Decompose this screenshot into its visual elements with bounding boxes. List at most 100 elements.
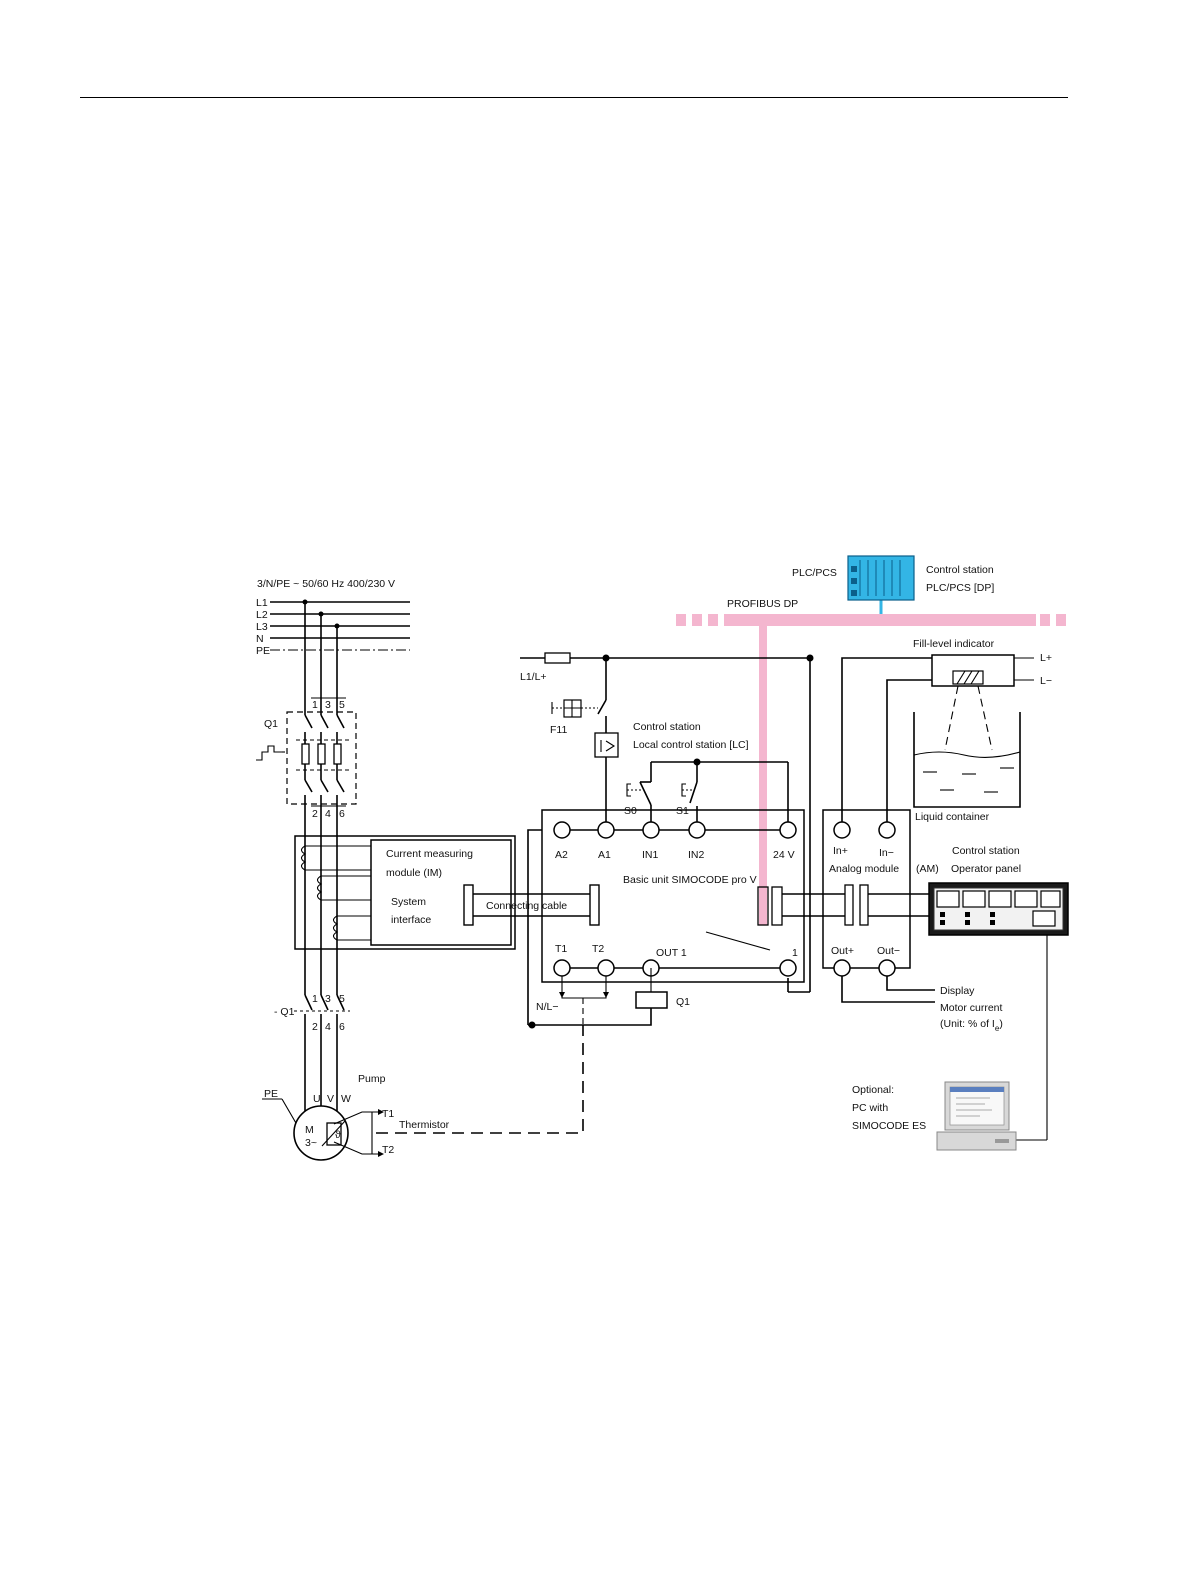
nl-label: N/L− <box>536 1001 558 1013</box>
terminal-label-a2: A2 <box>555 849 568 861</box>
terminal-label-t2: T2 <box>592 943 604 955</box>
terminal-label-t1: T1 <box>555 943 567 955</box>
analog-module: In+ In− Analog module (AM) Out+ Out− <box>822 657 939 1003</box>
fill-level-indicator: Fill-level indicator L+ L− Liquid contai… <box>913 638 1052 823</box>
pc-line1: Optional: <box>852 1084 894 1096</box>
pc-line3: SIMOCODE ES <box>852 1120 926 1132</box>
im-label-line1: Current measuring <box>386 848 473 860</box>
profibus-bus: PROFIBUS DP <box>676 598 1066 892</box>
pc-line2: PC with <box>852 1102 888 1114</box>
q1-label: Q1 <box>264 718 278 730</box>
liquid-container-icon <box>913 712 1021 808</box>
im-label-line3: System <box>391 896 426 908</box>
supply-spec: 3/N/PE ~ 50/60 Hz 400/230 V <box>257 578 395 590</box>
lc-line2: Local control station [LC] <box>633 739 749 751</box>
motor-symbol <box>293 1105 349 1161</box>
motor-m: M <box>305 1124 314 1136</box>
page-header-rule <box>80 97 1068 98</box>
lplus-label: L+ <box>1040 652 1052 664</box>
coil-q1-label: Q1 <box>676 996 690 1008</box>
terminal-label-a1: A1 <box>598 849 611 861</box>
terminal-1 <box>779 959 797 977</box>
terminal-t1 <box>553 959 571 977</box>
q1-lower-terminal-4: 4 <box>325 1021 331 1033</box>
display-note: Display Motor current (Unit: % of Ie) <box>940 985 1003 1033</box>
terminal-label-in1: IN1 <box>642 849 659 861</box>
analog-module-label: Analog module <box>829 863 899 875</box>
f11-label: F11 <box>550 724 567 736</box>
lminus-label: L− <box>1040 675 1052 687</box>
pump-label: Pump <box>358 1073 386 1085</box>
q1-lower-terminal-2: 2 <box>312 1021 318 1033</box>
terminal-t2 <box>597 959 615 977</box>
out-plus-label: Out+ <box>831 945 854 957</box>
phase-w: W <box>341 1093 351 1105</box>
terminal-in1 <box>642 821 660 839</box>
q1-terminal-2: 2 <box>312 808 318 820</box>
operator-panel: Control station Operator panel <box>928 845 1069 1141</box>
basic-unit-label: Basic unit SIMOCODE pro V <box>623 874 757 886</box>
q1-terminal-4: 4 <box>325 808 331 820</box>
breaker-q1: 1 3 5 Q1 2 4 6 <box>256 697 357 835</box>
thermistor-label: Thermistor <box>399 1119 450 1131</box>
terminal-24v <box>779 821 797 839</box>
phase-v: V <box>327 1093 334 1105</box>
terminal-out-minus <box>878 959 896 977</box>
control-supply: L1/L+ F11 <box>520 652 814 993</box>
operator-panel-line2: Operator panel <box>951 863 1021 875</box>
terminal-label-in2: IN2 <box>688 849 705 861</box>
fill-level-label: Fill-level indicator <box>913 638 995 650</box>
plc-rack-icon <box>847 555 915 601</box>
optional-pc: Optional: PC with SIMOCODE ES <box>852 1081 1017 1151</box>
pc-base-icon <box>936 1131 1017 1151</box>
connecting-cable: Connecting cable <box>463 884 600 926</box>
display-line2: Motor current <box>940 1002 1003 1014</box>
q1-lower-terminal-1: 1 <box>312 993 318 1005</box>
motor-theta: ϑ <box>335 1129 341 1141</box>
terminal-label-24v: 24 V <box>773 849 795 861</box>
fuse-symbol <box>544 652 571 664</box>
plc-label: PLC/PCS <box>792 567 837 579</box>
line-label-l3: L3 <box>256 621 268 633</box>
q1-lower-terminal-3: 3 <box>325 993 331 1005</box>
q1-lower-terminal-6: 6 <box>339 1021 345 1033</box>
motor-t1: T1 <box>382 1108 394 1120</box>
analog-module-am: (AM) <box>916 863 939 875</box>
terminal-out-plus <box>833 959 851 977</box>
l1-label: L1/L+ <box>520 671 547 683</box>
terminal-a1 <box>597 821 615 839</box>
terminal-in-minus <box>878 821 896 839</box>
connecting-cable-label: Connecting cable <box>486 900 567 912</box>
q1-terminal-6: 6 <box>339 808 345 820</box>
display-line1: Display <box>940 985 975 997</box>
terminal-label-out1: OUT 1 <box>656 947 687 959</box>
q1-terminal-3: 3 <box>325 699 331 711</box>
s0-label: S0 <box>624 805 637 817</box>
line-label-pe: PE <box>256 645 270 657</box>
basic-unit-simocode: A2 A1 IN1 IN2 24 V Basic unit SIMOCODE p… <box>527 809 930 1029</box>
in-plus-label: In+ <box>833 845 848 857</box>
terminal-in2 <box>688 821 706 839</box>
in-minus-label: In− <box>879 847 894 859</box>
terminal-a2 <box>553 821 571 839</box>
local-control-station: Control station Local control station [L… <box>624 721 789 822</box>
im-label-line2: module (IM) <box>386 867 442 879</box>
profibus-label: PROFIBUS DP <box>727 598 798 610</box>
plc-station: PLC/PCS Control station PLC/PCS [DP] <box>792 555 994 601</box>
terminal-label-1: 1 <box>792 947 798 959</box>
q1-terminal-1: 1 <box>312 699 318 711</box>
supply-lines: 3/N/PE ~ 50/60 Hz 400/230 V L1 L2 L3 N P… <box>256 578 410 700</box>
im-label-line4: interface <box>391 914 431 926</box>
current-measuring-module: Current measuring module (IM) System int… <box>294 835 516 995</box>
coil-q1 <box>635 991 668 1009</box>
operator-panel-line1: Control station <box>952 845 1020 857</box>
terminal-in-plus <box>833 821 851 839</box>
plc-station-line1: Control station <box>926 564 994 576</box>
out-minus-label: Out− <box>877 945 900 957</box>
line-label-n: N <box>256 633 264 645</box>
pe-label: PE <box>264 1088 278 1100</box>
line-label-l1: L1 <box>256 597 268 609</box>
phase-u: U <box>313 1093 321 1105</box>
q1-lower-label: - Q1 <box>274 1006 295 1018</box>
